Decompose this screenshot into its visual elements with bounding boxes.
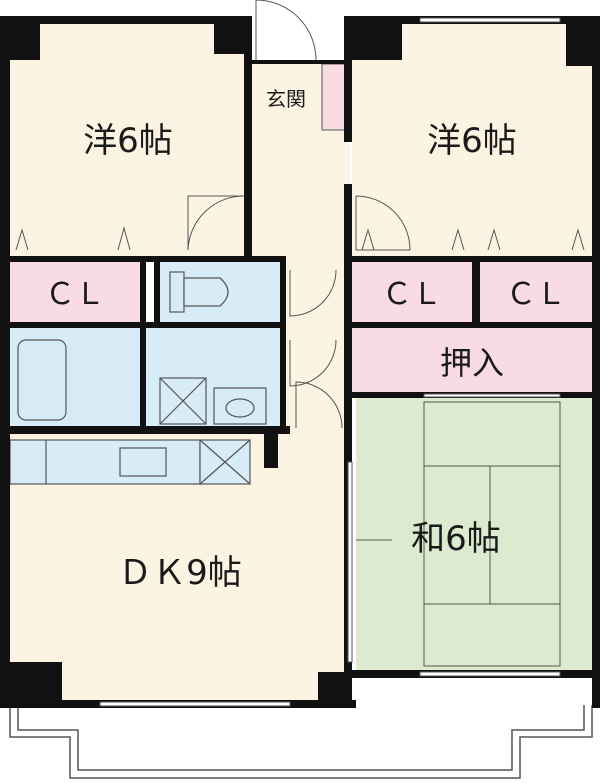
label-western-room-left: 洋6帖 [83, 121, 173, 161]
label-western-room-right: 洋6帖 [427, 121, 517, 161]
western-room-right [352, 22, 594, 258]
balcony [9, 705, 593, 779]
label-oshiire: 押入 [440, 344, 504, 382]
closet-ticks [15, 226, 585, 251]
bathtub [17, 339, 67, 421]
label-closet-right-1: ＣＬ [382, 277, 442, 312]
closet-right-2 [478, 260, 594, 324]
western-room-left [10, 22, 246, 258]
windows [99, 17, 561, 707]
label-entrance: 玄関 [266, 87, 306, 111]
shoe-cabinet [321, 63, 347, 131]
oshiire-area [352, 328, 594, 394]
tatami-mats [423, 401, 561, 667]
label-japanese-room: 和6帖 [411, 519, 501, 559]
label-closet-right-2: ＣＬ [506, 277, 566, 312]
washroom-fixtures [159, 377, 267, 425]
toilet [169, 271, 229, 313]
door-swings [187, 0, 411, 541]
japanese-room [356, 398, 594, 670]
closet-right-1 [352, 260, 472, 324]
label-closet-left: ＣＬ [45, 277, 105, 312]
entrance-area [252, 64, 322, 130]
kitchen-counter [9, 439, 251, 485]
closet-left [10, 260, 140, 324]
label-dining-kitchen: ＤＫ9帖 [118, 553, 242, 593]
